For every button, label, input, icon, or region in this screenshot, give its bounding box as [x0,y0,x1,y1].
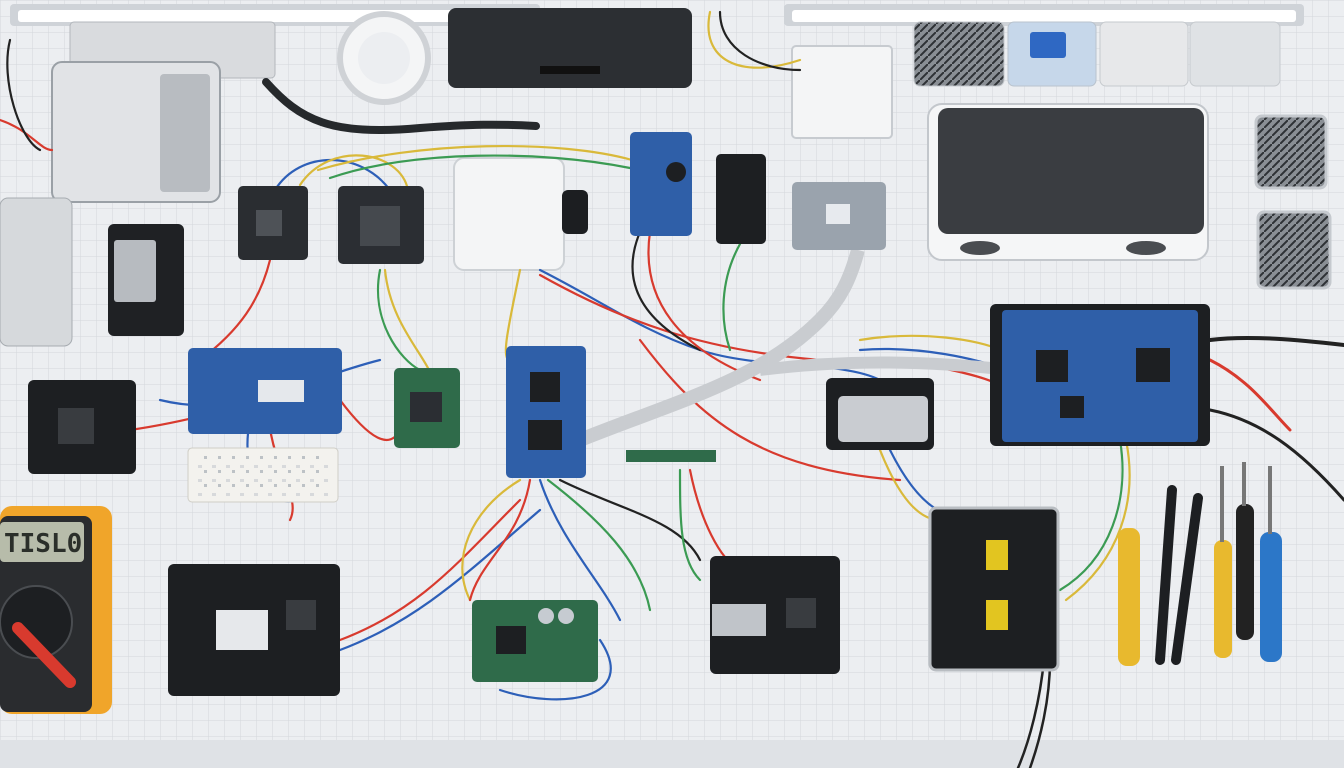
screwdriver-shaft [1242,462,1246,506]
board-blue-top [630,132,692,236]
board-small-1-chip [256,210,282,236]
board-green-bottom-cap [538,608,554,624]
multimeter-dial [0,585,73,659]
board-black-bottom-left-chip [286,600,316,630]
board-black-bottom-right-label-2 [986,600,1008,630]
black-router [448,8,692,88]
board-blue-large-chip-2 [1136,348,1170,382]
camera-box [453,157,565,271]
board-blue-center-chip-2 [528,420,562,450]
multimeter-display [0,522,84,562]
screwdriver-icon [1118,528,1140,666]
screwdriver-icon [1260,532,1282,662]
board-black-left-chip [58,408,94,444]
wire-bundle [0,10,1344,768]
light-bar-glow-right [792,10,1296,22]
screwdriver-icon [1236,504,1254,640]
board-black-bottom-center-chip [786,598,816,628]
board-blue-center [506,346,586,478]
tablet-screen [938,108,1204,234]
board-black-bottom-center-shield [712,604,766,636]
screw-box-2 [1256,210,1332,290]
board-small-2-chip [360,206,400,246]
board-black-top [716,154,766,244]
board-black-bottom-right-label-1 [986,540,1008,570]
board-blue-large-pcb [1002,310,1198,442]
tape-roll-core [358,32,410,84]
multimeter-display-text: TISL0 [4,529,82,559]
parts-bin-1 [913,21,1005,87]
white-box [791,45,893,139]
black-tube [262,78,540,134]
board-blue-large-chip-1 [1036,350,1068,382]
black-router-slot [540,66,600,74]
power-module-side [0,197,73,347]
small-module-left-chip [114,240,156,302]
mat-ruler-bottom [0,740,1344,768]
board-blue-left-label [258,380,304,402]
board-grey-top-chip [826,204,850,224]
camera-lens [562,190,588,234]
board-blue-center-chip [530,372,560,402]
screwdriver-icon [1214,540,1232,658]
tweezers-icon [1155,485,1203,665]
header-strip [626,450,716,462]
board-green-bottom-cap-2 [558,608,574,624]
tablet-speaker-right [1126,241,1166,255]
power-module-face [160,74,210,192]
multimeter-knob [12,622,76,688]
battery-cell [838,396,928,442]
tablet-speaker-left [960,241,1000,255]
board-blue-large-chip-3 [1060,396,1084,418]
breadboard-holes [196,454,330,496]
board-black-bottom-left-label [216,610,268,650]
parts-bin-2-item [1030,32,1066,58]
ribbon-cable-2 [759,356,1011,376]
board-black-bottom-right [928,506,1060,672]
ribbon-cable-1 [577,248,865,447]
multimeter-icon: TISL0 [0,506,112,714]
parts-bin-3 [1099,21,1189,87]
board-green-mid-chip [410,392,442,422]
screwdriver-shaft [1220,466,1224,542]
board-green-bottom [472,600,598,682]
screw-box-1 [1254,114,1328,190]
board-blue-top-buzzer [666,162,686,182]
board-green-bottom-chip [496,626,526,654]
board-black-bottom-center [710,556,840,674]
screwdriver-shaft [1268,466,1272,534]
parts-bin-4 [1189,21,1281,87]
